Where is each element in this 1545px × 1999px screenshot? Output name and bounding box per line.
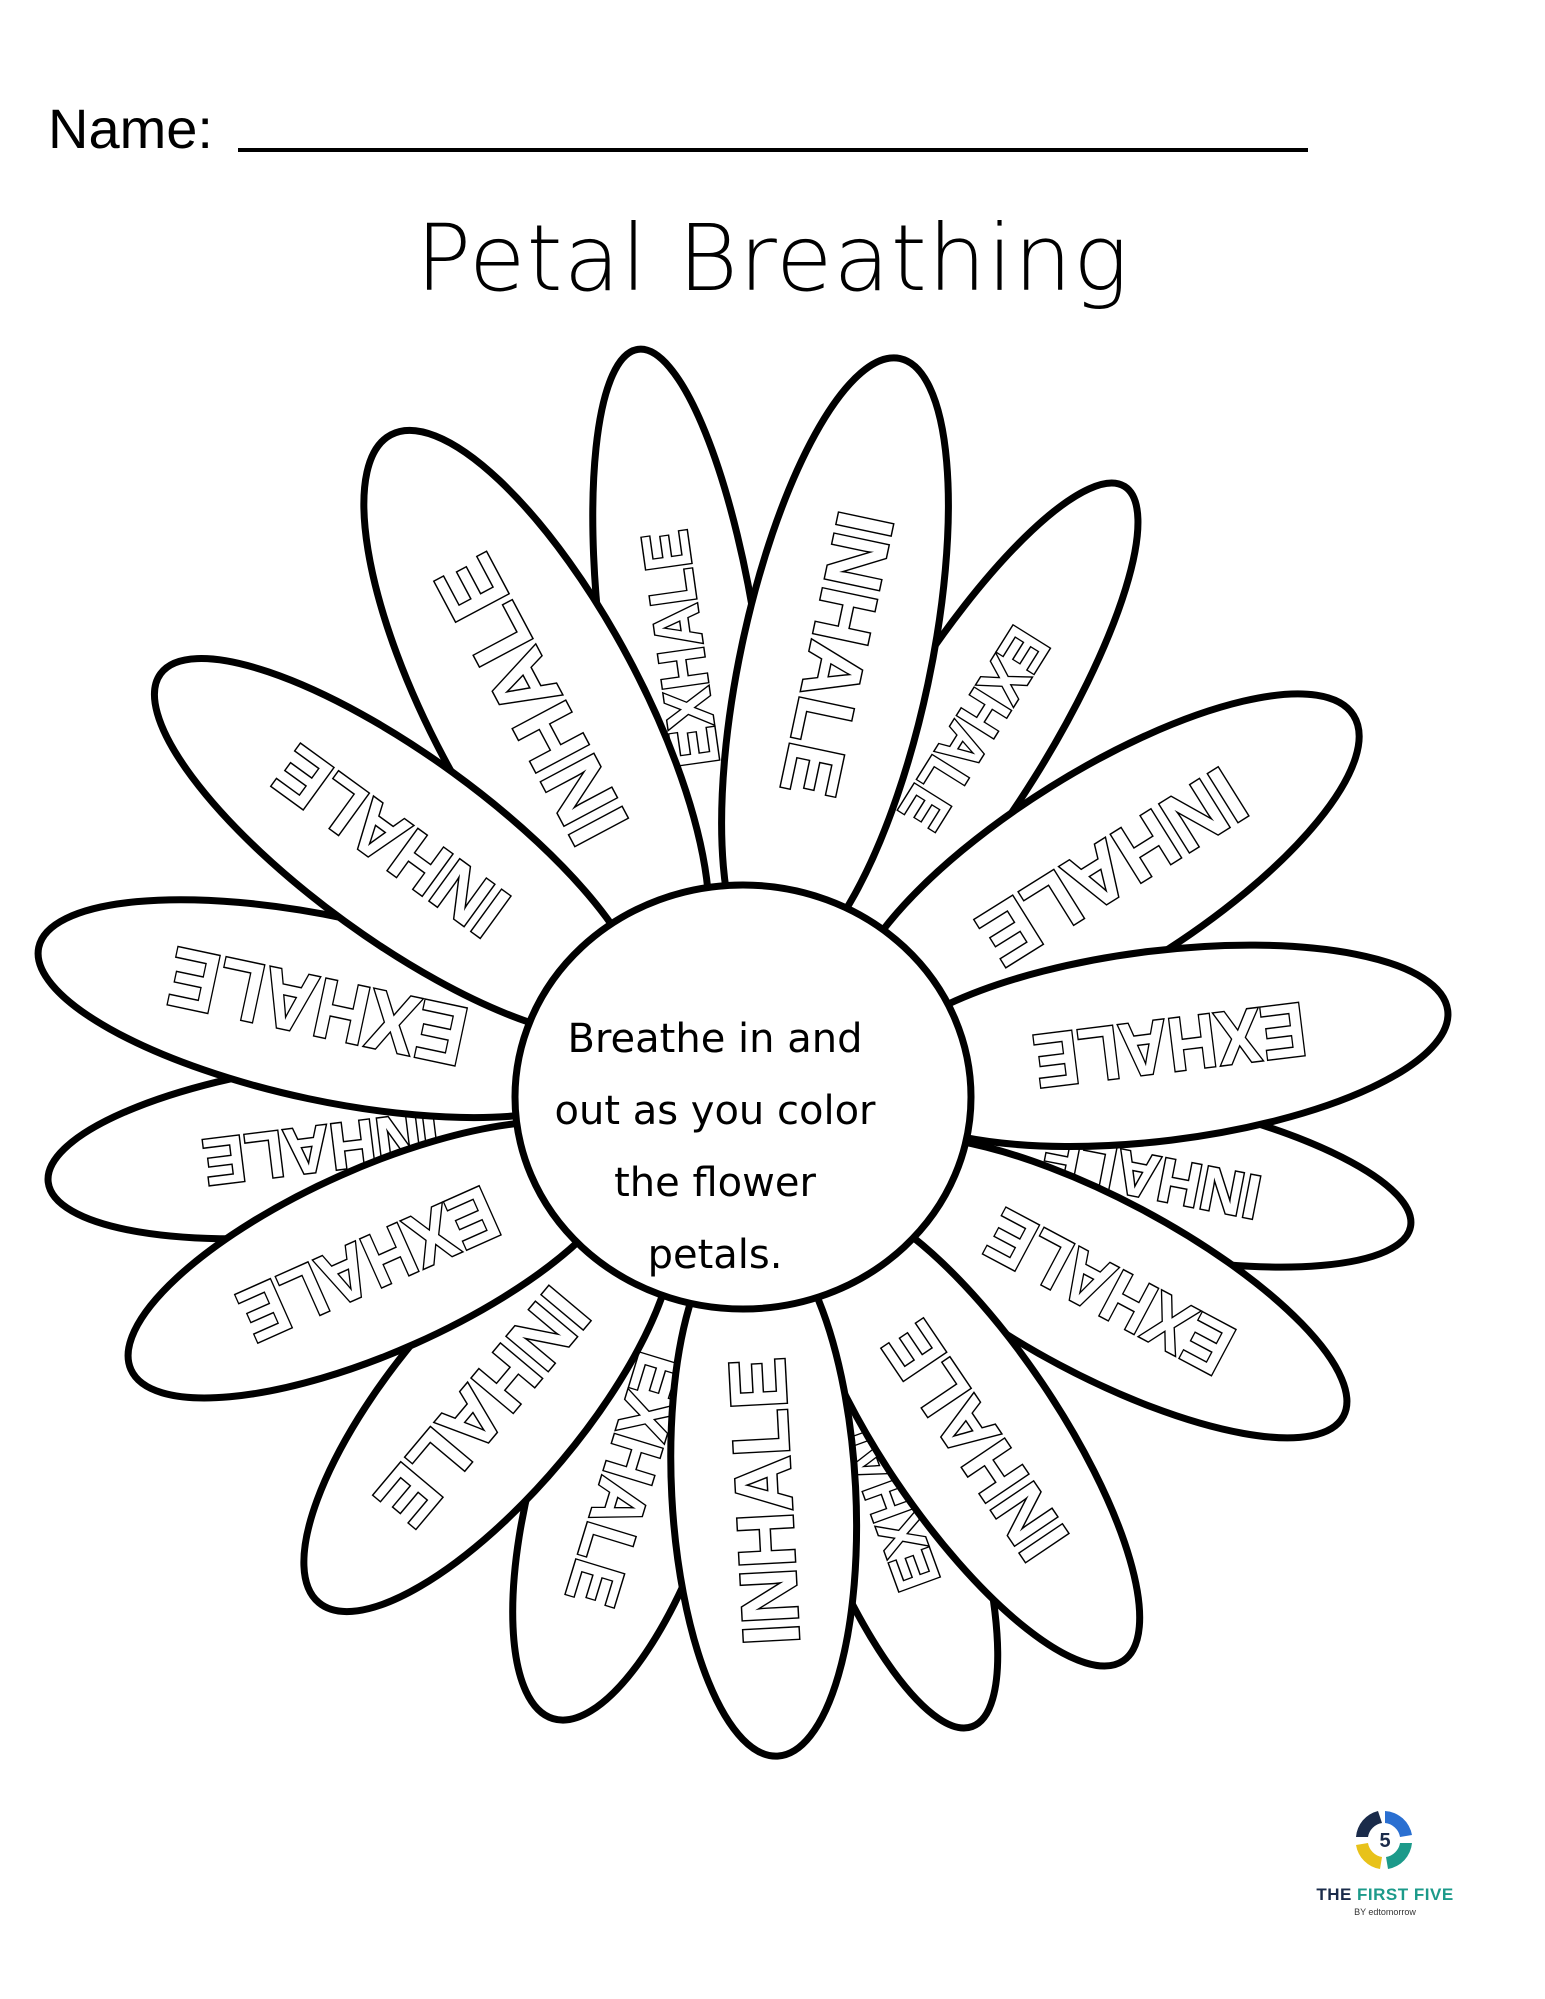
- the-first-five-logo: 5 THE FIRST FIVE BY edtomorrow: [1310, 1805, 1460, 1917]
- swirl-logo-icon: 5: [1356, 1811, 1412, 1869]
- petal-word: INHALE: [712, 1355, 816, 1647]
- center-line-2: out as you color: [554, 1088, 876, 1134]
- center-instructions: Breathe in and out as you color the flow…: [545, 1003, 885, 1291]
- logo-byline: BY edtomorrow: [1354, 1907, 1416, 1917]
- center-line-1: Breathe in and: [567, 1016, 863, 1062]
- logo-brand-first-five: FIRST FIVE: [1357, 1885, 1454, 1904]
- center-line-3: the flower: [614, 1160, 816, 1206]
- logo-number: 5: [1379, 1830, 1390, 1852]
- logo-brand-text: THE FIRST FIVE: [1310, 1885, 1460, 1905]
- name-label: Name:: [48, 97, 213, 160]
- petal-11: INHALE: [667, 1223, 861, 1760]
- logo-brand-the: THE: [1316, 1885, 1358, 1904]
- flower-center: [511, 881, 975, 1313]
- petal-1: INHALE: [360, 426, 713, 991]
- page-title: Petal Breathing: [415, 205, 1130, 312]
- name-blank-line[interactable]: [238, 148, 1308, 152]
- center-line-4: petals.: [647, 1232, 783, 1278]
- petal-6: EXHALE: [868, 941, 1452, 1151]
